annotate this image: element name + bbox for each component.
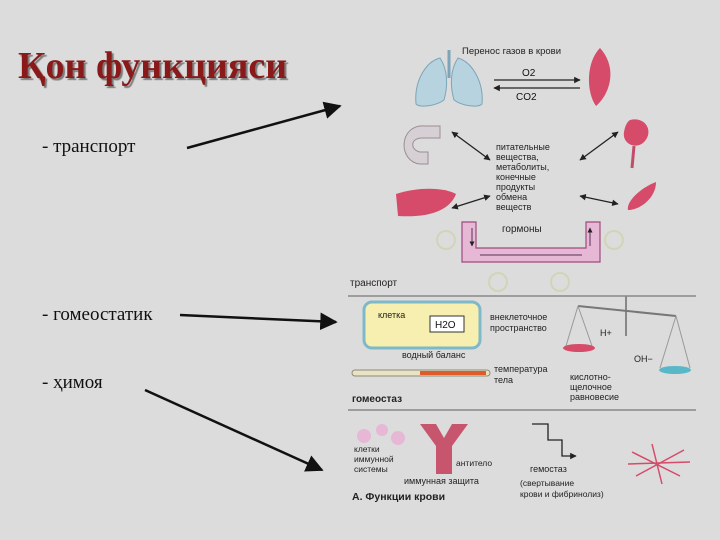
function-homeostatic: - гомеостатик — [42, 304, 153, 325]
diagram-caption: А. Функции крови — [352, 491, 445, 503]
oh-ion-label: OH− — [634, 354, 653, 364]
svg-text:иммунной: иммунной — [354, 454, 394, 464]
immune-cells-label: клетки иммунной системы — [354, 444, 394, 474]
antibody-label: антитело — [456, 458, 492, 468]
svg-text:питательные: питательные — [496, 142, 550, 152]
homeostasis-label: гомеостаз — [352, 394, 402, 405]
svg-text:(свертывание: (свертывание — [520, 478, 574, 488]
extracellular-label: внеклеточное пространство — [490, 312, 547, 333]
h-ion-label: H+ — [600, 328, 612, 338]
svg-text:конечные: конечные — [496, 172, 536, 182]
svg-text:вещества,: вещества, — [496, 152, 539, 162]
function-protective: - ҳимоя — [42, 372, 103, 393]
immune-cell-icon — [357, 429, 371, 443]
hormone-tube — [461, 221, 601, 263]
lungs-icon — [415, 50, 483, 107]
pointer-arrow-protective — [144, 388, 324, 472]
endocrine-gland-icon — [627, 182, 656, 210]
svg-text:обмена: обмена — [496, 192, 527, 202]
svg-text:температура: температура — [494, 364, 548, 374]
pointer-arrow-homeostatic — [179, 312, 338, 331]
co2-label: CO2 — [516, 92, 537, 103]
cell-box — [362, 300, 482, 350]
svg-text:системы: системы — [354, 464, 388, 474]
nutrients-label: питательные вещества, метаболиты, конечн… — [496, 142, 550, 212]
svg-text:веществ: веществ — [496, 202, 532, 212]
svg-text:равновесие: равновесие — [570, 392, 619, 402]
function-transport: - транспорт — [42, 136, 136, 157]
svg-text:внеклеточное: внеклеточное — [490, 312, 547, 322]
water-balance-label: водный баланс — [402, 350, 466, 360]
h2o-label: H2O — [435, 320, 456, 331]
slide-title: Қон функцияси — [18, 45, 288, 87]
cell-label: клетка — [378, 310, 405, 320]
temperature-label: температура тела — [494, 364, 548, 385]
acid-base-label: кислотно- щелочное равновесие — [570, 372, 619, 402]
liver-icon — [396, 188, 456, 217]
gas-transfer-label: Перенос газов в крови — [462, 46, 561, 57]
balance-scale-icon — [563, 296, 691, 374]
coagulation-cascade-icon — [532, 423, 577, 460]
svg-text:продукты: продукты — [496, 182, 535, 192]
svg-text:тела: тела — [494, 375, 513, 385]
hemostasis-label: гемостаз — [530, 464, 567, 474]
h2o-box — [429, 315, 465, 333]
pointer-arrow-transport — [186, 101, 342, 150]
antibody-icon — [420, 424, 468, 474]
kidney-icon — [623, 119, 649, 146]
muscle-icon — [588, 48, 611, 106]
hormones-label: гормоны — [502, 224, 542, 235]
svg-text:клетки: клетки — [354, 444, 380, 454]
svg-text:крови и фибринолиз): крови и фибринолиз) — [520, 489, 604, 499]
transport-label: транспорт — [350, 278, 398, 289]
fibrin-clot-icon — [627, 443, 691, 485]
o2-label: O2 — [522, 68, 536, 79]
immune-protection-label: иммунная защита — [404, 476, 479, 486]
svg-text:пространство: пространство — [490, 323, 547, 333]
svg-text:щелочное: щелочное — [570, 382, 612, 392]
coagulation-label: (свертывание крови и фибринолиз) — [520, 478, 604, 499]
svg-text:метаболиты,: метаболиты, — [496, 162, 549, 172]
svg-text:кислотно-: кислотно- — [570, 372, 611, 382]
intestine-icon — [403, 125, 441, 165]
